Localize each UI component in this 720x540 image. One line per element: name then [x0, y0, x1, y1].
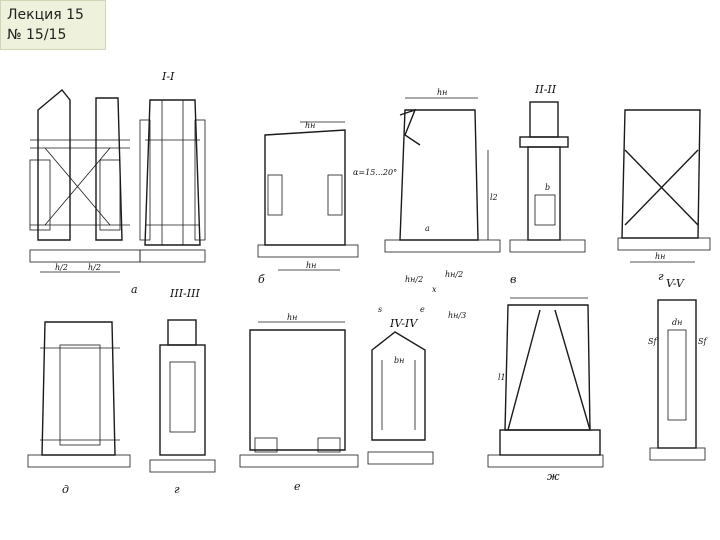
drawing-section-IV: [367, 331, 434, 465]
lecture-title: Лекция 15: [7, 7, 84, 23]
dim-hn-e: hн: [287, 313, 297, 322]
drawing-g: [617, 109, 711, 263]
dim-l1: l1: [498, 373, 506, 382]
dim-hn-g: hн: [655, 252, 665, 261]
slide-label: Лекция 15 № 15/15: [0, 0, 106, 50]
drawing-v: [384, 97, 501, 253]
panel-label-d: д: [62, 483, 69, 496]
panel-label-g: г: [658, 270, 664, 283]
drawing-section-II: [509, 101, 586, 253]
dim-hn2-b: hн/2: [445, 270, 463, 279]
drawing-d: [27, 321, 131, 468]
dim-h2-left: h/2: [55, 263, 68, 272]
dim-s: s: [378, 305, 382, 314]
drawing-section-III: [149, 319, 216, 473]
dim-hn2-a: hн/2: [405, 275, 423, 284]
panel-label-b: б: [258, 273, 265, 286]
dim-dn: dн: [672, 318, 682, 327]
section-label-I: I-I: [161, 70, 175, 83]
panel-label-zh: ж: [547, 470, 560, 483]
section-label-II: II-II: [534, 83, 557, 96]
drawing-section-I: [139, 99, 206, 263]
section-label-V: V-V: [666, 277, 685, 290]
drawing-zh: [487, 297, 604, 468]
panel-label-e: е: [294, 480, 301, 493]
drawing-e: [239, 321, 359, 468]
dim-alpha: α=15...20°: [353, 168, 397, 177]
panel-label-a: а: [131, 283, 138, 296]
panel-label-g2: г: [174, 483, 180, 496]
drawing-section-V: [649, 299, 706, 461]
panel-label-v: в: [510, 273, 516, 286]
dim-bn: bн: [394, 356, 404, 365]
drawing-a: [29, 89, 141, 273]
dim-a: a: [425, 224, 430, 233]
dim-b: b: [545, 183, 550, 192]
dim-l2: l2: [490, 193, 498, 202]
dim-hn-v: hн: [437, 88, 447, 97]
dim-x: x: [432, 285, 437, 294]
dim-hn-b-bottom: hн: [306, 261, 316, 270]
drawing-b: [257, 121, 359, 271]
section-label-III: III-III: [169, 287, 200, 300]
section-label-IV: IV-IV: [389, 317, 418, 330]
dim-sf-left: Sf: [648, 337, 658, 346]
dim-hn-b-top: hн: [305, 121, 315, 130]
dim-sf-right: Sf: [698, 337, 708, 346]
dim-h2-right: h/2: [88, 263, 101, 272]
lecture-number: № 15/15: [7, 27, 67, 43]
dim-e: e: [420, 305, 425, 314]
dim-hn3: hн/3: [448, 311, 466, 320]
